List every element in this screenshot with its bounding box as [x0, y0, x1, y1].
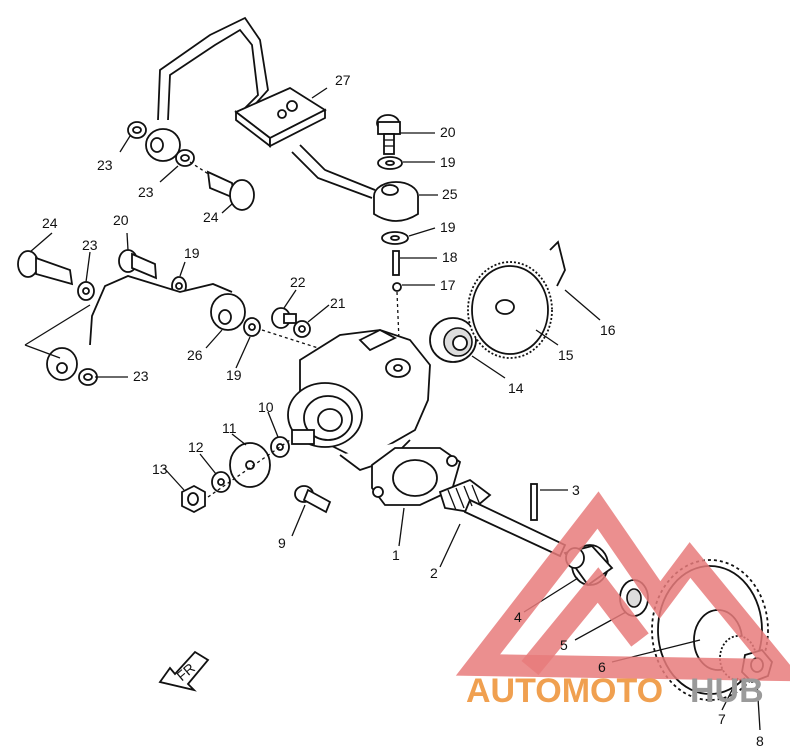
automotohub-watermark: AUTOMOTO HUB — [455, 491, 790, 710]
label-6: 6 — [598, 659, 606, 675]
bolt-9 — [294, 485, 332, 514]
label-22: 22 — [290, 274, 306, 290]
pump-gasket-1 — [371, 447, 462, 506]
label-18: 18 — [442, 249, 458, 265]
washer-19-upper — [377, 156, 403, 170]
bolt-22 — [271, 307, 297, 329]
oil-pump-body — [287, 328, 431, 472]
pin-18 — [392, 250, 400, 276]
washer-23-bottom — [78, 368, 98, 386]
washer-19-mid — [243, 317, 261, 337]
label-26: 26 — [187, 347, 203, 363]
label-19-d: 19 — [226, 367, 242, 383]
washer-23-left — [77, 281, 95, 301]
label-7: 7 — [718, 711, 726, 727]
oil-pipe-left — [89, 275, 233, 346]
label-14: 14 — [508, 380, 524, 396]
label-23-c: 23 — [82, 237, 98, 253]
label-2: 2 — [430, 565, 438, 581]
washer-12 — [211, 471, 231, 493]
banjo-26 — [210, 293, 246, 331]
union-bolt-20-left — [118, 249, 158, 280]
drive-gear-15 — [467, 261, 553, 359]
banjo-fitting-left-low — [46, 347, 78, 381]
label-4: 4 — [514, 609, 522, 625]
label-19-a: 19 — [440, 154, 456, 170]
washer-21 — [293, 320, 311, 338]
banjo-fitting-top-left — [145, 128, 181, 162]
washer-23-top — [127, 121, 147, 139]
part-labels: 27 20 19 25 19 18 17 16 15 14 23 23 24 2… — [42, 72, 764, 749]
union-bolt-24-left — [17, 250, 74, 286]
watermark-text-gray: HUB — [690, 672, 764, 710]
label-9: 9 — [278, 535, 286, 551]
label-1: 1 — [392, 547, 400, 563]
label-15: 15 — [558, 347, 574, 363]
label-25: 25 — [442, 186, 458, 202]
label-11: 11 — [222, 420, 237, 436]
label-3: 3 — [572, 482, 580, 498]
bearing-14 — [429, 317, 477, 363]
label-17: 17 — [440, 277, 456, 293]
label-16: 16 — [600, 322, 616, 338]
washer-23-mid — [175, 149, 195, 167]
oil-pipe-upper — [157, 16, 376, 199]
label-10: 10 — [258, 399, 274, 415]
plate-11 — [229, 442, 271, 488]
washer-19-lower — [381, 231, 409, 245]
pin-3 — [530, 483, 538, 521]
label-27: 27 — [335, 72, 351, 88]
union-bolt-24-top — [206, 170, 255, 211]
banjo-25 — [373, 181, 419, 222]
label-20-top: 20 — [440, 124, 456, 140]
label-23-d: 23 — [133, 368, 149, 384]
label-19-b: 19 — [440, 219, 456, 235]
washer-10 — [270, 436, 290, 458]
drive-shaft-2 — [438, 478, 567, 558]
pin-16 — [549, 240, 566, 287]
front-direction-arrow: FR — [158, 650, 210, 692]
union-bolt-20-top — [376, 114, 401, 155]
label-19-c: 19 — [184, 245, 200, 261]
label-24-b: 24 — [42, 215, 58, 231]
label-20-left: 20 — [113, 212, 129, 228]
label-23-a: 23 — [97, 157, 113, 173]
pipe-clamp-27 — [234, 86, 327, 148]
label-24-a: 24 — [203, 209, 219, 225]
label-13: 13 — [152, 461, 168, 477]
label-8: 8 — [756, 733, 764, 749]
label-21: 21 — [330, 295, 346, 311]
label-5: 5 — [560, 637, 568, 653]
label-23-b: 23 — [138, 184, 154, 200]
ball-17 — [392, 282, 402, 292]
nut-13 — [181, 484, 206, 514]
label-12: 12 — [188, 439, 204, 455]
watermark-text-orange: AUTOMOTO — [466, 672, 663, 710]
